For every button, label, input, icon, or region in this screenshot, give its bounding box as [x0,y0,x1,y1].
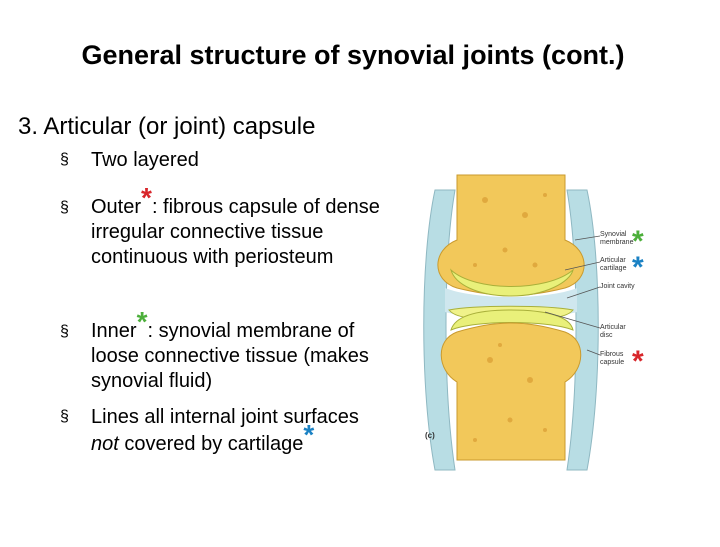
inner-description: : synovial membrane of loose connective … [91,320,369,392]
bullet-marker: § [60,151,69,168]
slide-title: General structure of synovial joints (co… [81,40,625,70]
synovial-joint-figure: Synovial membrane Articular cartilage Jo… [415,170,715,542]
bullet-outer-layer: Outer*: fibrous capsule of dense irregul… [91,184,391,270]
lines-text-end: covered by cartilage [118,433,304,455]
section-heading: 3. Articular (or joint) capsule [18,113,316,140]
label-articular-cartilage: Articular cartilage [600,257,627,272]
outer-description: : fibrous capsule of dense irregular con… [91,196,380,268]
lines-text: Lines all internal joint surfaces [91,406,359,428]
emphasis-not: not [91,433,119,455]
panel-label: (c) [425,431,435,440]
bullet-marker: § [60,199,69,216]
bullet-two-layered: Two layered [91,149,199,171]
label-joint-cavity: Joint cavity [600,283,635,290]
inner-label: Inner [91,320,137,342]
figure-star-blue: * [632,251,644,284]
figure-star-green: * [632,225,644,258]
bullet-marker: § [60,408,69,425]
star-blue-marker: * [303,419,315,450]
figure-star-red: * [632,345,644,378]
star-red-marker: * [141,182,152,213]
outer-label: Outer [91,196,142,218]
label-articular-disc: Articular disc [600,324,626,339]
bullet-lines-surfaces: Lines all internal joint surfaces not co… [91,404,391,458]
bullet-marker: § [60,323,69,340]
label-fibrous-capsule: Fibrous capsule [600,351,625,366]
label-synovial-membrane: Synovial membrane [600,231,634,246]
bone-texture [473,193,547,442]
leader-lines [544,235,601,356]
star-green-marker: * [136,306,148,337]
joint-illustration [423,174,601,471]
bullet-inner-layer: Inner*: synovial membrane of loose conne… [91,308,391,394]
